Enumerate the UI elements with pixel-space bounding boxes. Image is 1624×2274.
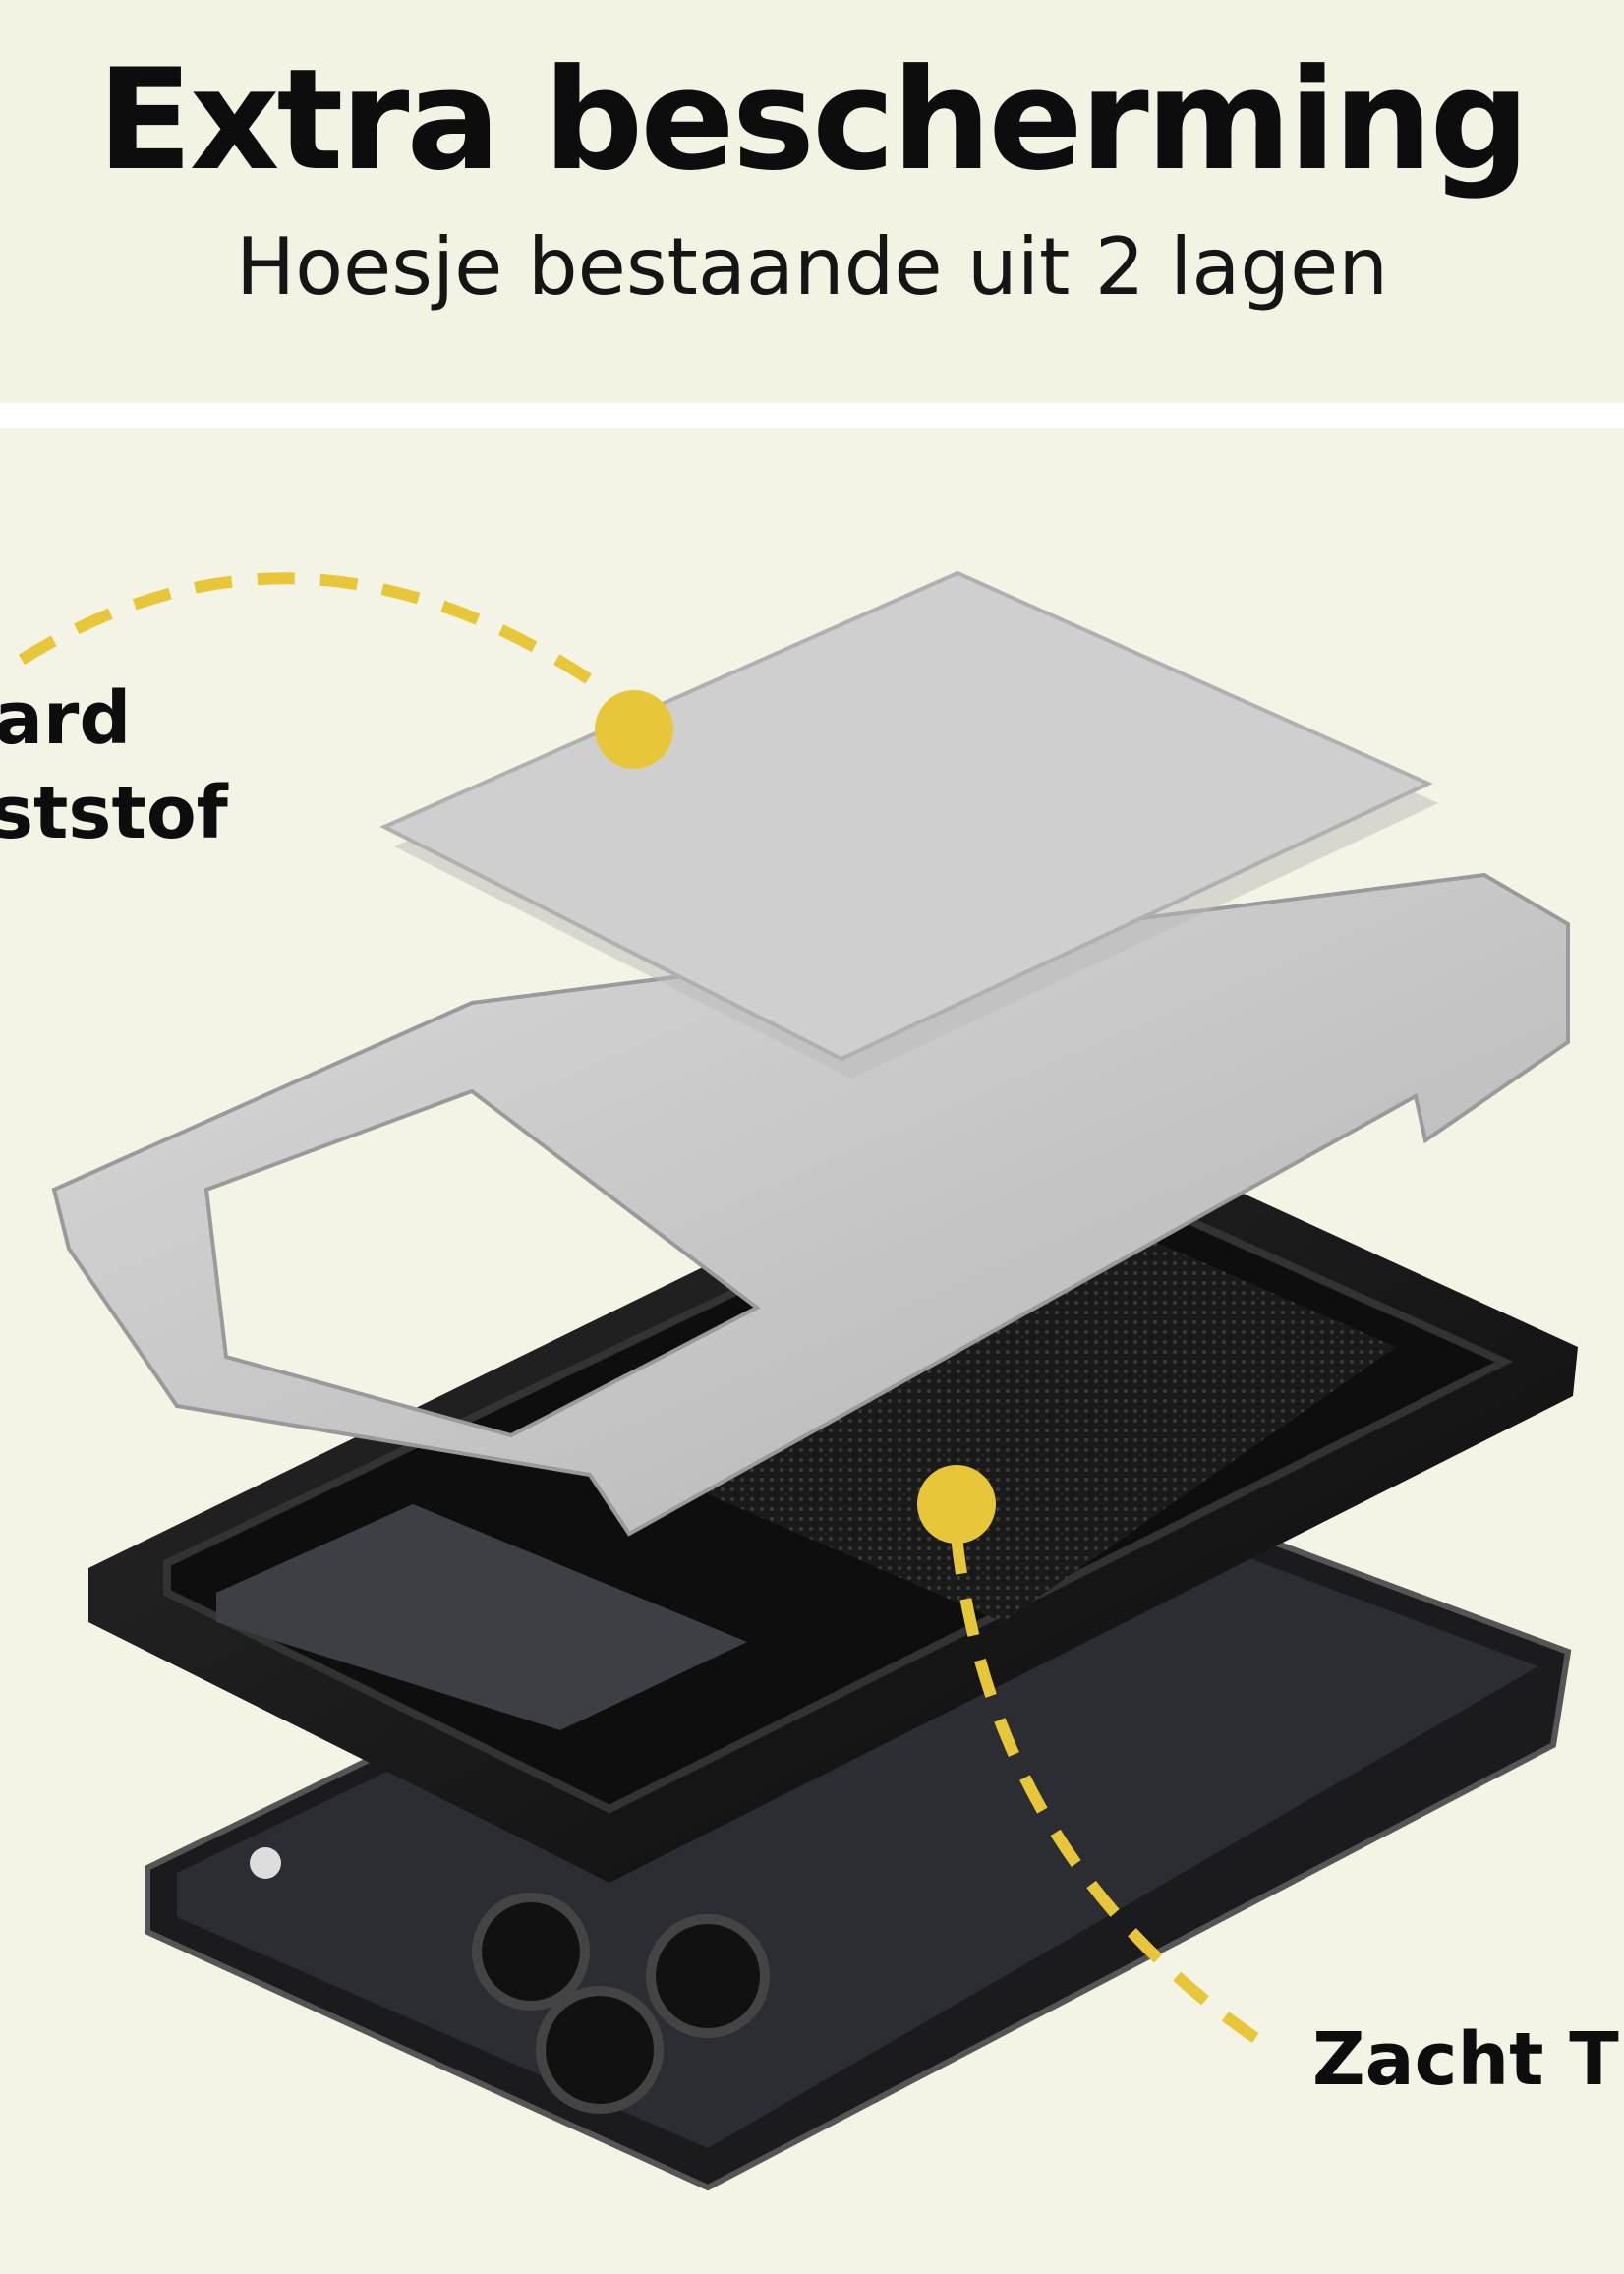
callout-label-hard-line2: ststof	[0, 771, 228, 855]
tpu-case	[88, 1101, 1578, 1883]
flash-icon	[250, 1847, 281, 1879]
callout-label-soft: Zacht T	[1312, 2017, 1619, 2102]
camera-lens-icon	[472, 1893, 590, 2011]
callout-line-soft	[951, 1536, 1280, 2058]
phone	[145, 1441, 1572, 2191]
callout-dot-hard	[595, 690, 673, 769]
callout-line-hard	[18, 572, 613, 698]
header-band	[0, 0, 1624, 403]
camera-lens-icon	[646, 1914, 770, 2038]
callout-dot-soft	[917, 1465, 996, 1544]
card-slide-plate	[379, 570, 1438, 1079]
callout-label-hard-line1: ard	[0, 676, 132, 761]
page-title: Extra bescherming	[96, 39, 1530, 202]
camera-lens-icon	[536, 1986, 664, 2114]
hard-shell-frame	[51, 872, 1570, 1537]
page-subtitle: Hoesje bestaande uit 2 lagen	[235, 221, 1389, 313]
divider	[0, 403, 1624, 428]
